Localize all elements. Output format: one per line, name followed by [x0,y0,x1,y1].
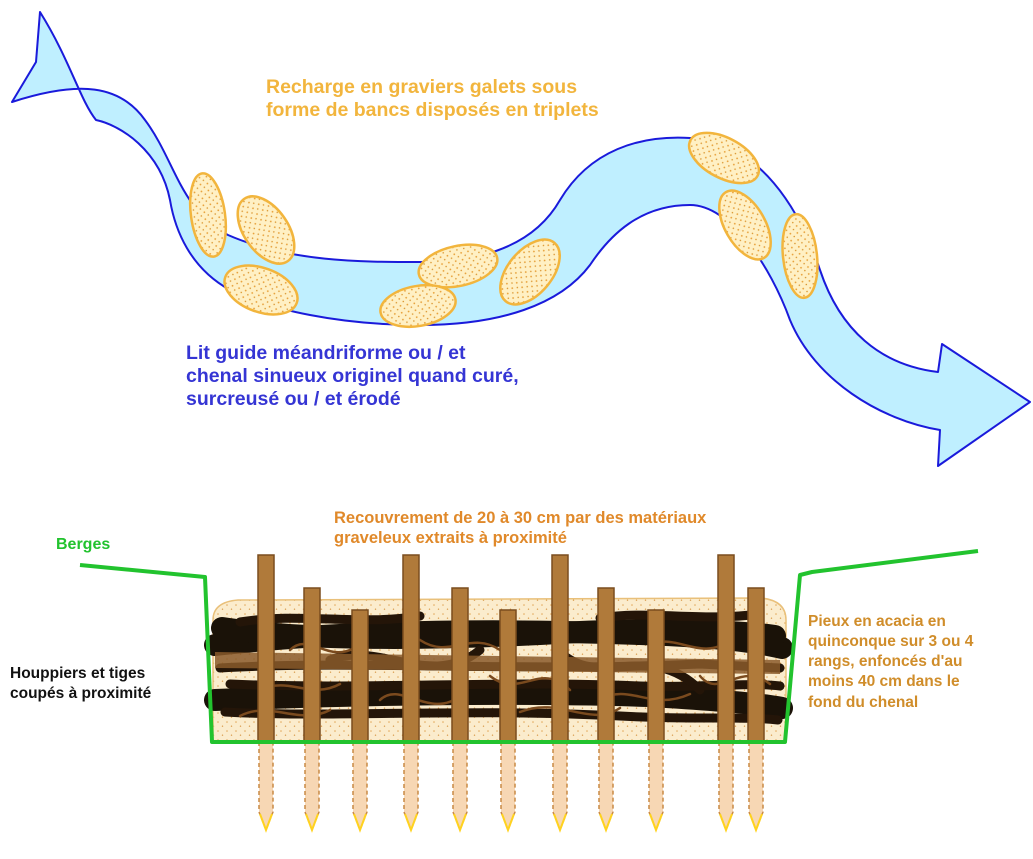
acacia-stake-icon [351,609,369,743]
brush-bundle-icon [204,609,793,725]
stake-tip-icon [259,813,273,833]
stake-tip-icon [305,813,319,833]
thick-branch-icon [204,682,793,719]
acacia-stake-icon [499,609,517,743]
stake-tip-icon [599,813,613,833]
twig-icon [288,642,362,654]
stake-tip-icon [453,813,467,833]
branch-icon [595,609,765,623]
gravel-bar-icon [223,264,299,316]
stake-tip-icon [353,813,367,833]
stake-below-ground-icon [718,742,734,833]
stake-tip-icon [719,813,733,833]
acacia-stake-icon [402,554,420,743]
gravel-bar-icon [687,131,761,185]
stake-below-ground-icon [403,742,419,833]
pieux-line-3: rangs, enfoncés d'au [808,653,963,671]
acacia-stake-icon [257,554,275,743]
pieux-label: Pieux en acacia en quinconque sur 3 ou 4… [808,612,973,713]
gravel-bar-icon [499,238,561,306]
recouvrement-line-2: graveleux extraits à proximité [334,529,567,548]
gravel-bars-group [188,131,819,329]
gravel-bar-icon [379,283,457,329]
stake-below-ground-icon [258,742,274,833]
cross-section-group [79,549,979,833]
recharge-line-1: Recharge en graviers galets sous [266,76,578,98]
stake-below-ground-icon [748,742,764,833]
stake-below-ground-icon [500,742,516,833]
stake-below-ground-icon [552,742,568,833]
recharge-line-2: forme de bancs disposés en triplets [266,98,599,121]
gravel-bar-icon [417,243,499,289]
acacia-stake-icon [451,587,469,743]
stake-below-ground-icon [598,742,614,833]
recouvrement-label: Recouvrement de 20 à 30 cm par des matér… [334,508,706,549]
recharge-label: Recharge en graviers galets sous forme d… [266,76,599,122]
lit-guide-line-2: chenal sinueux originel quand curé, [186,364,519,387]
stake-below-ground-icon [352,742,368,833]
recouvrement-line-1: Recouvrement de 20 à 30 cm par des matér… [334,509,707,527]
acacia-stake-icon [551,554,569,743]
acacia-stake-icon [647,609,665,743]
pieux-line-2: quinconque sur 3 ou 4 [808,633,974,651]
gravel-bar-icon [236,195,296,265]
stake-tip-icon [553,813,567,833]
pieux-line-4: moins 40 cm dans le [808,673,960,691]
stake-below-ground-icon [648,742,664,833]
gravel-bar-icon [718,189,772,261]
houppiers-line-2: coupés à proximité [10,685,152,703]
houppiers-line-1: Houppiers et tiges [10,665,146,682]
gravel-bar-icon [781,212,819,300]
pieux-line-5: fond du chenal [808,693,919,711]
acacia-stake-icon [717,554,735,743]
channel-banks-icon [79,549,979,744]
acacia-stake-icon [747,587,765,743]
stake-tip-icon [501,813,515,833]
stake-tip-icon [749,813,763,833]
acacia-stake-icon [303,587,321,743]
thick-branch-icon [211,617,786,649]
houppiers-label: Houppiers et tiges coupés à proximité [10,664,151,704]
lit-guide-label: Lit guide méandriforme ou / et chenal si… [186,342,519,410]
gravel-bar-icon [188,172,228,258]
lit-guide-line-1: Lit guide méandriforme ou / et [186,342,466,364]
stake-tip-icon [404,813,418,833]
stake-below-ground-icon [304,742,320,833]
pieux-line-1: Pieux en acacia en [808,613,946,630]
acacia-stake-icon [597,587,615,743]
stake-tip-icon [649,813,663,833]
stake-below-ground-icon [452,742,468,833]
berges-label: Berges [56,536,111,553]
lit-guide-line-3: surcreusé ou / et érodé [186,387,401,410]
